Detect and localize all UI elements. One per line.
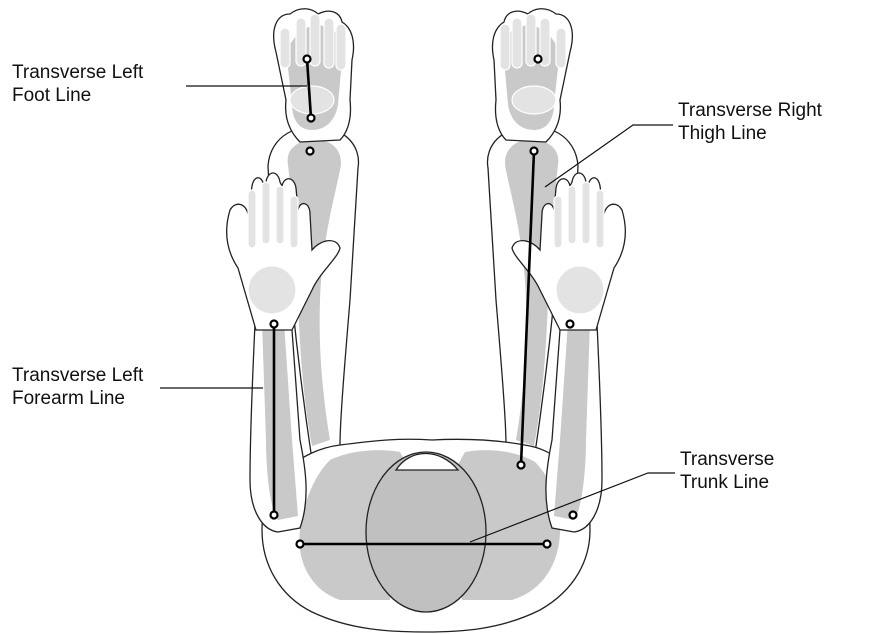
left-foot (274, 9, 354, 142)
label-line-1: Transverse Left (12, 364, 143, 387)
label-transverse-right-thigh-line: Transverse Right Thigh Line (678, 99, 822, 145)
right-foot (492, 9, 572, 142)
label-transverse-left-forearm-line: Transverse Left Forearm Line (12, 364, 143, 410)
label-transverse-trunk-line: Transverse Trunk Line (680, 448, 774, 494)
label-line-1: Transverse Right (678, 99, 822, 122)
label-line-1: Transverse Left (12, 61, 143, 84)
label-line-2: Thigh Line (678, 122, 822, 145)
label-line-2: Foot Line (12, 84, 143, 107)
label-line-2: Forearm Line (12, 387, 143, 410)
label-line-1: Transverse (680, 448, 774, 471)
label-line-2: Trunk Line (680, 471, 774, 494)
torso (262, 439, 590, 632)
label-transverse-left-foot-line: Transverse Left Foot Line (12, 61, 143, 107)
